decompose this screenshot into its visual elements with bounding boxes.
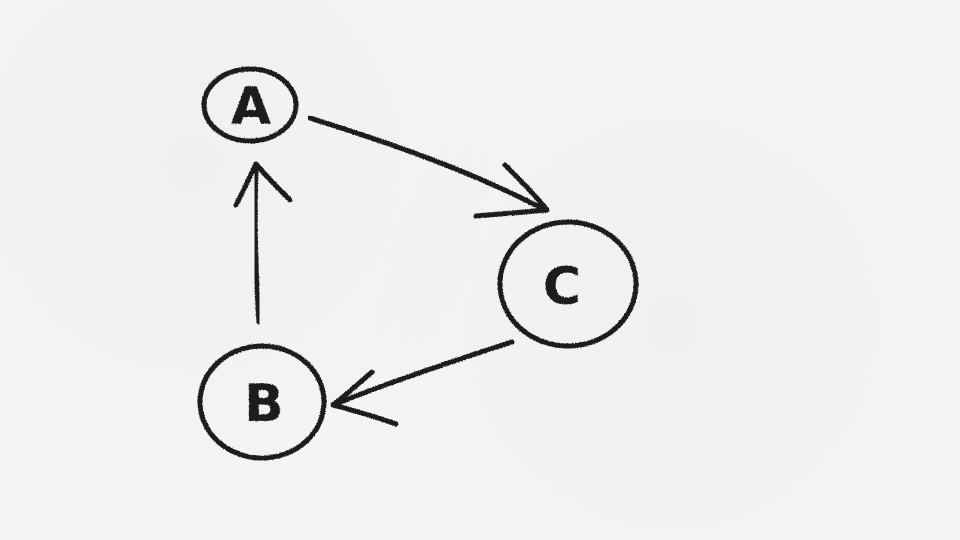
edge-c-to-b-arrowhead (330, 369, 399, 427)
node-b: B (197, 343, 327, 461)
node-a-label: A (231, 77, 271, 137)
edge-b-to-a-line (252, 165, 262, 325)
node-b-label: B (244, 374, 284, 434)
edge-c-to-b-line (330, 339, 515, 408)
node-c-circle (497, 219, 639, 349)
edge-b-to-a (233, 161, 293, 325)
node-a-circle (201, 66, 299, 144)
edge-a-to-c (307, 115, 550, 219)
node-a: A (201, 66, 299, 144)
edge-c-to-b (330, 339, 515, 427)
node-b-circle (197, 343, 327, 461)
edge-a-to-c-arrowhead (473, 162, 550, 219)
node-c: C (497, 219, 639, 349)
edge-b-to-a-arrowhead (233, 161, 293, 208)
edge-a-to-c-line (307, 115, 548, 213)
node-c-label: C (543, 257, 581, 317)
